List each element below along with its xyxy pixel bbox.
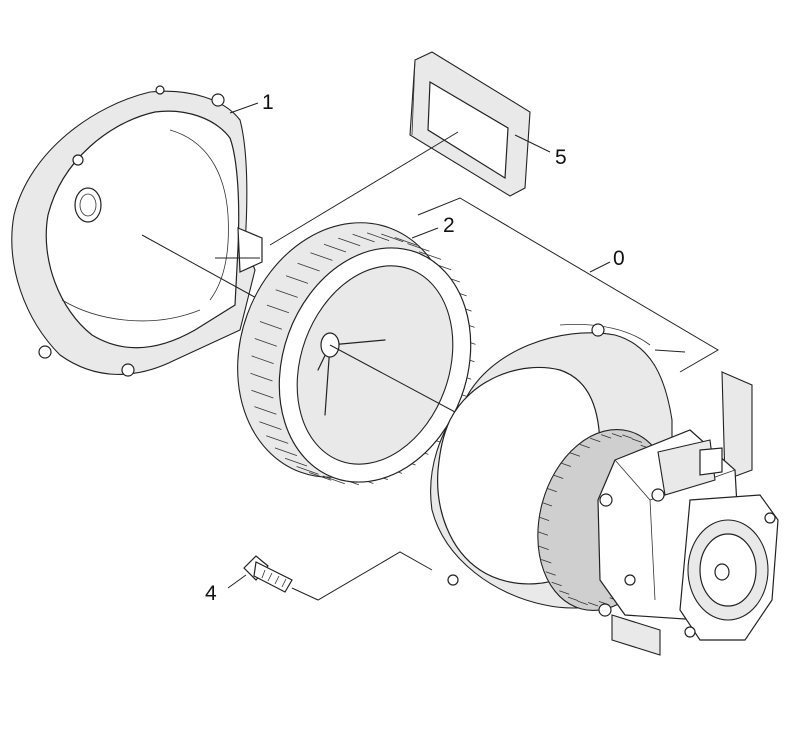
- stator-fin: [579, 444, 590, 449]
- housing-cover-part: [11, 85, 263, 377]
- impeller-blade: [266, 304, 290, 314]
- stator-fin: [590, 437, 601, 443]
- stator-fin: [600, 434, 612, 439]
- stator-fin: [577, 600, 588, 605]
- stator-fin: [559, 590, 570, 595]
- impeller-blade: [338, 237, 361, 247]
- impeller-blade: [310, 252, 333, 261]
- stator-fin: [567, 596, 579, 601]
- callout-label-5: 5: [555, 146, 567, 169]
- stator-fin: [541, 559, 552, 564]
- callout-1: 1: [229, 91, 274, 114]
- stator-fin: [538, 516, 550, 521]
- callout-label-1: 1: [262, 91, 274, 114]
- impeller-blade: [381, 233, 404, 243]
- callout-0: 0: [417, 197, 719, 373]
- stator-fin: [611, 433, 623, 438]
- impeller-blade: [254, 338, 277, 347]
- stator-fin: [541, 502, 553, 507]
- stator-fin: [553, 474, 564, 479]
- impeller-blade: [254, 406, 277, 415]
- stator-fin: [538, 545, 549, 550]
- impeller-blade: [297, 262, 320, 272]
- impeller-blade: [366, 232, 390, 241]
- bolt-part: [243, 555, 293, 593]
- gasket-part: [409, 51, 531, 197]
- stator-fin: [587, 602, 599, 607]
- callout-label-0: 0: [613, 247, 625, 270]
- impeller-blade: [418, 251, 442, 260]
- impeller-blade: [285, 275, 309, 284]
- callout-2: 2: [411, 214, 455, 239]
- impeller-blade: [407, 243, 430, 252]
- impeller-blade: [296, 466, 319, 475]
- impeller-blade: [322, 475, 345, 485]
- stator-fin: [546, 487, 557, 493]
- impeller-blade: [251, 355, 274, 364]
- impeller-blade: [274, 447, 298, 456]
- callout-label-2: 2: [443, 214, 455, 237]
- impeller-part: [237, 222, 476, 486]
- impeller-blade: [266, 435, 289, 444]
- stator-fin: [545, 571, 556, 576]
- impeller-blade: [309, 472, 332, 481]
- impeller-blade: [259, 321, 283, 330]
- impeller-blade: [250, 372, 273, 382]
- impeller-blade: [394, 237, 417, 246]
- stator-fin: [569, 452, 581, 457]
- motor-assembly-part: [430, 323, 779, 656]
- impeller-blade: [251, 389, 274, 399]
- impeller-blade: [352, 233, 375, 243]
- stator-fin: [560, 462, 572, 467]
- impeller-blade: [284, 457, 308, 467]
- stator-fin: [631, 438, 643, 443]
- stator-fin: [537, 531, 549, 536]
- callout-4: 4: [205, 551, 433, 605]
- impeller-blade: [323, 243, 347, 253]
- stator-fin: [551, 581, 562, 587]
- stator-fin: [622, 434, 633, 439]
- impeller-blade: [259, 421, 282, 430]
- callout-5: 5: [269, 131, 567, 246]
- callout-label-4: 4: [205, 582, 217, 605]
- impeller-blade: [275, 289, 298, 298]
